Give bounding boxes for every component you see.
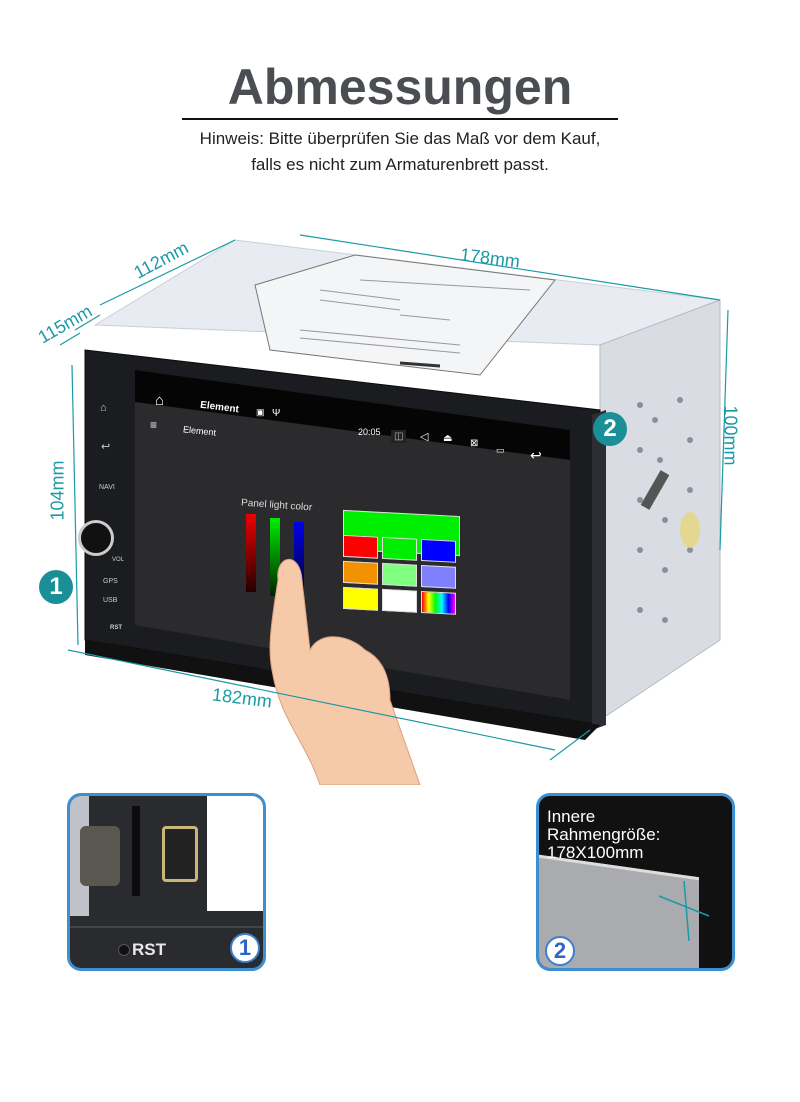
menu-icon[interactable]: ≡ [150,418,158,432]
side-back-icon[interactable]: ↩ [101,441,111,453]
recent-apps-icon[interactable]: ▭ [496,445,505,455]
close-app-icon[interactable]: ⊠ [470,438,479,449]
inset2-label: Innere Rahmengröße: 178X100mm [547,808,660,862]
wiring-label-lines [299,279,531,354]
back-icon[interactable]: ↩ [530,447,542,463]
callout-badge-2: 2 [593,412,627,446]
gps-button[interactable]: GPS [103,578,118,585]
eject-icon[interactable]: ⏏ [443,433,453,444]
inset1-rst-label: RST [132,940,166,959]
dim-height-front: 104mm [47,460,68,521]
usb-icon: Ψ [272,408,281,419]
inset2-line1: Innere [547,807,596,826]
navi-button[interactable]: NAVI [99,484,115,491]
green-slider[interactable] [270,518,280,596]
home-icon[interactable]: ⌂ [155,392,165,409]
title-divider [182,118,618,120]
camera-icon[interactable]: ◫ [391,430,407,443]
chassis-holes [637,397,693,623]
usb-label: USB [103,597,118,604]
side-home-icon[interactable]: ⌂ [100,402,107,414]
note-line-1: Hinweis: Bitte überprüfen Sie das Maß vo… [199,129,601,148]
vol-label: VOL [112,557,125,563]
dimension-lines [59,234,729,761]
volume-icon[interactable]: ◁ [420,431,429,443]
rst-label: RST [110,625,122,631]
red-slider[interactable] [246,514,256,592]
clock: 20:05 [358,427,381,437]
inset-detail-usb-port: RST 1 [67,793,266,971]
screen-statusbar [135,370,570,460]
inset1-badge: 1 [230,933,260,963]
inset2-badge: 2 [545,936,575,966]
hand-illustration [269,558,421,785]
inset-detail-frame: Innere Rahmengröße: 178X100mm 2 [536,793,735,971]
volume-knob[interactable] [78,520,114,556]
gallery-icon: ▣ [256,407,265,417]
inset2-line2: Rahmengröße: [547,825,661,844]
blue-slider[interactable] [294,522,304,600]
inset2-line3: 178X100mm [547,843,644,862]
note-line-2: falls es nicht zum Armaturenbrett passt. [251,155,549,174]
usb-port-icon [162,826,198,882]
page-title: Abmessungen [227,59,573,115]
callout-badge-1: 1 [39,570,73,604]
dim-height-back: 100mm [720,405,741,466]
